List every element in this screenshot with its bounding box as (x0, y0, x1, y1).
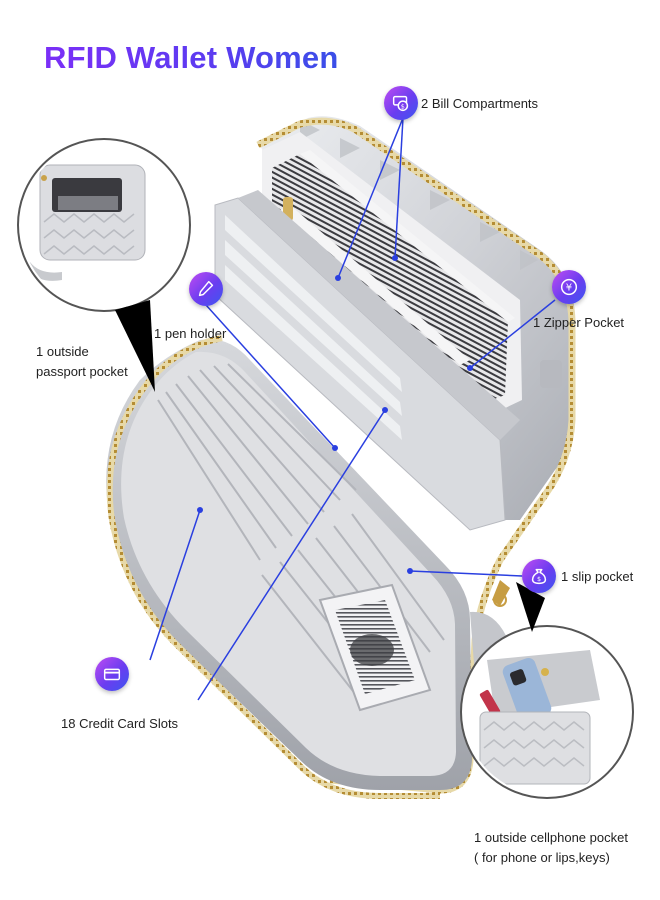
passport-pocket-label-line2: passport pocket (36, 364, 128, 379)
callout-lines (149, 117, 556, 701)
cellphone-pocket-label-line1: 1 outside cellphone pocket (474, 830, 628, 845)
money-bag-icon: $ (522, 559, 556, 593)
svg-text:$: $ (401, 103, 405, 111)
pen-holder-label: 1 pen holder (154, 326, 227, 341)
dollar-bills-icon: $ (384, 86, 418, 120)
passport-pocket-label-line1: 1 outside (36, 344, 89, 359)
bill-compartment-interior (262, 132, 522, 420)
passport-pointer (115, 300, 155, 392)
callout-dots (197, 255, 473, 574)
cellphone-pocket-label-line2: ( for phone or lips,keys) (474, 850, 610, 865)
credit-card-icon (95, 657, 129, 691)
wallet-zipper-front (106, 335, 440, 799)
yen-coin-icon: ¥ (552, 270, 586, 304)
passport-pocket-inset (17, 138, 191, 312)
slip-pocket-label: 1 slip pocket (561, 569, 634, 584)
pen-icon (189, 272, 223, 306)
front-flap-card-slots (106, 339, 472, 790)
svg-text:¥: ¥ (566, 283, 572, 294)
cellphone-pocket-inset (460, 625, 634, 799)
zipper-pocket-label: 1 Zipper Pocket (533, 315, 625, 330)
svg-text:$: $ (537, 575, 541, 583)
bill-compartments-label: 2 Bill Compartments (421, 96, 539, 111)
credit-card-slots-label: 18 Credit Card Slots (61, 716, 179, 731)
cellphone-pointer (516, 582, 545, 632)
page-title: RFID Wallet Women (44, 40, 339, 75)
